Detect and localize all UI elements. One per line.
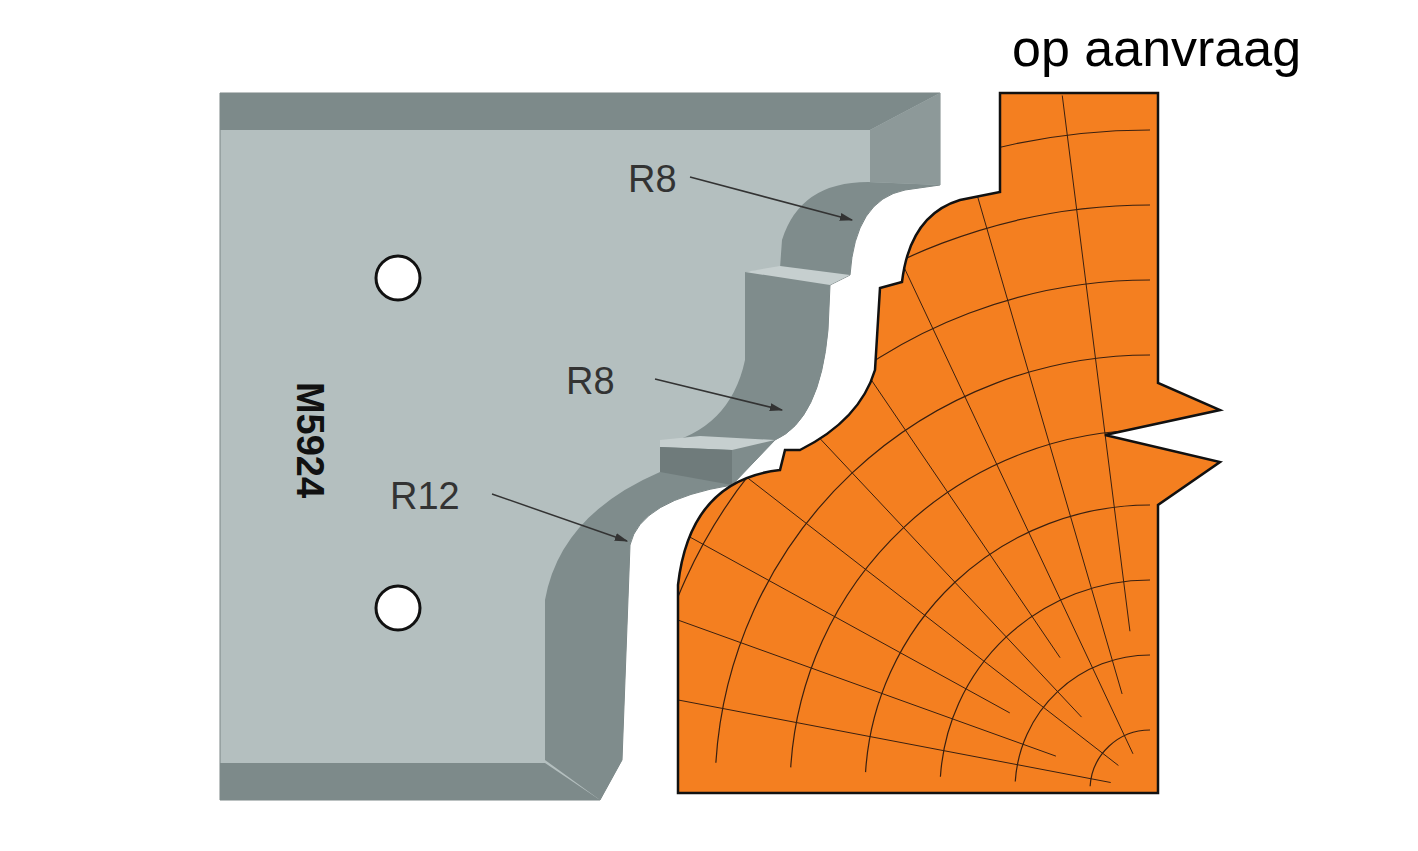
grain-ring (566, 205, 1150, 753)
mounting-hole (376, 256, 420, 300)
wood-grain (462, 96, 1150, 787)
knife-ledge (745, 266, 850, 285)
availability-note: op aanvraag (1012, 22, 1301, 74)
grain-ring (641, 280, 1150, 758)
grain-ray (537, 453, 1010, 713)
knife-edge-bevel (870, 93, 940, 185)
knife-ledge-face (660, 447, 732, 485)
grain-ray (597, 361, 1119, 766)
wood-profile (678, 93, 1220, 793)
leader-line (690, 177, 852, 220)
grain-ring (1015, 655, 1150, 782)
grain-ray (955, 118, 1122, 694)
grain-ray (757, 211, 1061, 658)
leader-line (655, 379, 782, 410)
radius-callout: R8 (566, 362, 615, 400)
radius-callout: R12 (390, 477, 460, 515)
grain-ring (1090, 730, 1150, 786)
part-number: M5924 (291, 382, 329, 498)
wood-outline (678, 93, 1220, 793)
grain-ray (1062, 96, 1130, 632)
radius-callout: R8 (628, 160, 677, 198)
leader-line (492, 494, 627, 541)
grain-ray (462, 659, 1110, 783)
mounting-hole (376, 586, 420, 630)
knife-top-bevel (220, 93, 940, 130)
knife-bottom-bevel (220, 763, 600, 800)
